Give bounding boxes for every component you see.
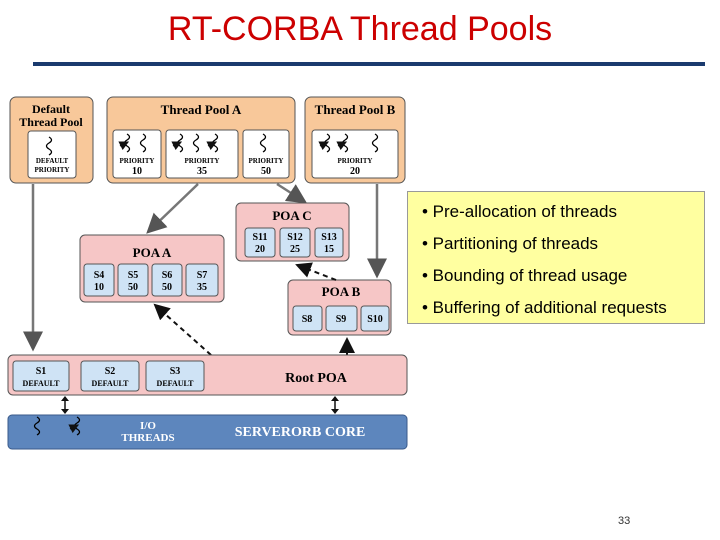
pool-a-lane-2-l1: PRIORITY bbox=[184, 157, 219, 165]
servant-s1-priority: DEFAULT bbox=[23, 379, 61, 388]
root-poa: S1 DEFAULT S2 DEFAULT S3 DEFAULT Root PO… bbox=[7, 354, 408, 396]
pool-a-to-poa-a-arrow bbox=[146, 183, 199, 234]
serverorb-core: I/O THREADS SERVERORB CORE bbox=[7, 414, 408, 450]
default-lane-l2: PRIORITY bbox=[34, 166, 69, 174]
servant-s1: S1 bbox=[36, 366, 47, 377]
default-pool-label-1: Default bbox=[32, 102, 70, 116]
pool-a-lane-1-l2: 10 bbox=[132, 166, 142, 177]
poa-c-label: POA C bbox=[272, 208, 311, 223]
servant-s2-priority: DEFAULT bbox=[92, 379, 130, 388]
servant-s8: S8 bbox=[302, 314, 313, 325]
servant-s12: S12 bbox=[287, 232, 303, 243]
bullet-item: • Buffering of additional requests bbox=[422, 298, 667, 317]
bullet-item: • Pre-allocation of threads bbox=[422, 202, 617, 221]
poa-b: POA B S8 S9 S10 bbox=[287, 279, 392, 336]
servant-s2: S2 bbox=[105, 366, 116, 377]
servant-s5-priority: 50 bbox=[128, 282, 138, 293]
core-label: SERVERORB CORE bbox=[235, 425, 366, 440]
pool-a-label: Thread Pool A bbox=[161, 102, 242, 117]
pool-a-lane-2-l2: 35 bbox=[197, 166, 207, 177]
root-poa-label: Root POA bbox=[285, 371, 348, 386]
root-core-arrows bbox=[61, 396, 339, 414]
poa-b-label: POA B bbox=[322, 284, 361, 299]
poa-a-label: POA A bbox=[133, 245, 172, 260]
slide-title: RT-CORBA Thread Pools bbox=[167, 10, 553, 48]
poa-c: POA C S11 20 S12 25 S13 15 bbox=[235, 202, 350, 262]
servant-s11-priority: 20 bbox=[255, 244, 265, 255]
pool-a-lane-3-l1: PRIORITY bbox=[248, 157, 283, 165]
poa-b-to-poa-c-dashed-arrow bbox=[295, 262, 337, 281]
root-to-poa-a-dashed-arrow bbox=[153, 303, 212, 356]
pool-b-label: Thread Pool B bbox=[315, 102, 396, 117]
bullet-box: • Pre-allocation of threads • Partitioni… bbox=[407, 191, 705, 324]
servant-s7-priority: 35 bbox=[197, 282, 207, 293]
io-label-2: THREADS bbox=[121, 432, 174, 444]
poa-a: POA A S4 10 S5 50 S6 50 S7 35 bbox=[79, 234, 225, 303]
default-lane-l1: DEFAULT bbox=[36, 157, 69, 165]
servant-s13: S13 bbox=[321, 232, 337, 243]
servant-s9: S9 bbox=[336, 314, 347, 325]
servant-s4-priority: 10 bbox=[94, 282, 104, 293]
bullet-item: • Bounding of thread usage bbox=[422, 266, 628, 285]
servant-s4: S4 bbox=[94, 270, 105, 281]
servant-s11: S11 bbox=[252, 232, 267, 243]
servant-s3: S3 bbox=[170, 366, 181, 377]
pool-b-lane-l2: 20 bbox=[350, 166, 360, 177]
servant-s5: S5 bbox=[128, 270, 139, 281]
bullet-item: • Partitioning of threads bbox=[422, 234, 599, 253]
pool-a-lane-1-l1: PRIORITY bbox=[119, 157, 154, 165]
pool-b-lane-l1: PRIORITY bbox=[337, 157, 372, 165]
servant-s12-priority: 25 bbox=[290, 244, 300, 255]
servant-s7: S7 bbox=[197, 270, 208, 281]
io-label-1: I/O bbox=[140, 420, 156, 432]
page-number: 33 bbox=[618, 515, 631, 527]
thread-pool-a: Thread Pool A PRIORITY 10 PRIORITY 35 PR… bbox=[106, 96, 296, 184]
default-thread-pool: Default Thread Pool DEFAULT PRIORITY bbox=[9, 96, 94, 184]
thread-pool-b: Thread Pool B PRIORITY 20 bbox=[304, 96, 406, 184]
pool-a-lane-3-l2: 50 bbox=[261, 166, 271, 177]
servant-s10: S10 bbox=[367, 314, 383, 325]
servant-s3-priority: DEFAULT bbox=[157, 379, 195, 388]
servant-s6-priority: 50 bbox=[162, 282, 172, 293]
pool-a-to-poa-c-arrow bbox=[276, 182, 308, 204]
title-rule bbox=[33, 62, 705, 66]
default-pool-label-2: Thread Pool bbox=[19, 115, 83, 129]
servant-s6: S6 bbox=[162, 270, 173, 281]
servant-s13-priority: 15 bbox=[324, 244, 334, 255]
